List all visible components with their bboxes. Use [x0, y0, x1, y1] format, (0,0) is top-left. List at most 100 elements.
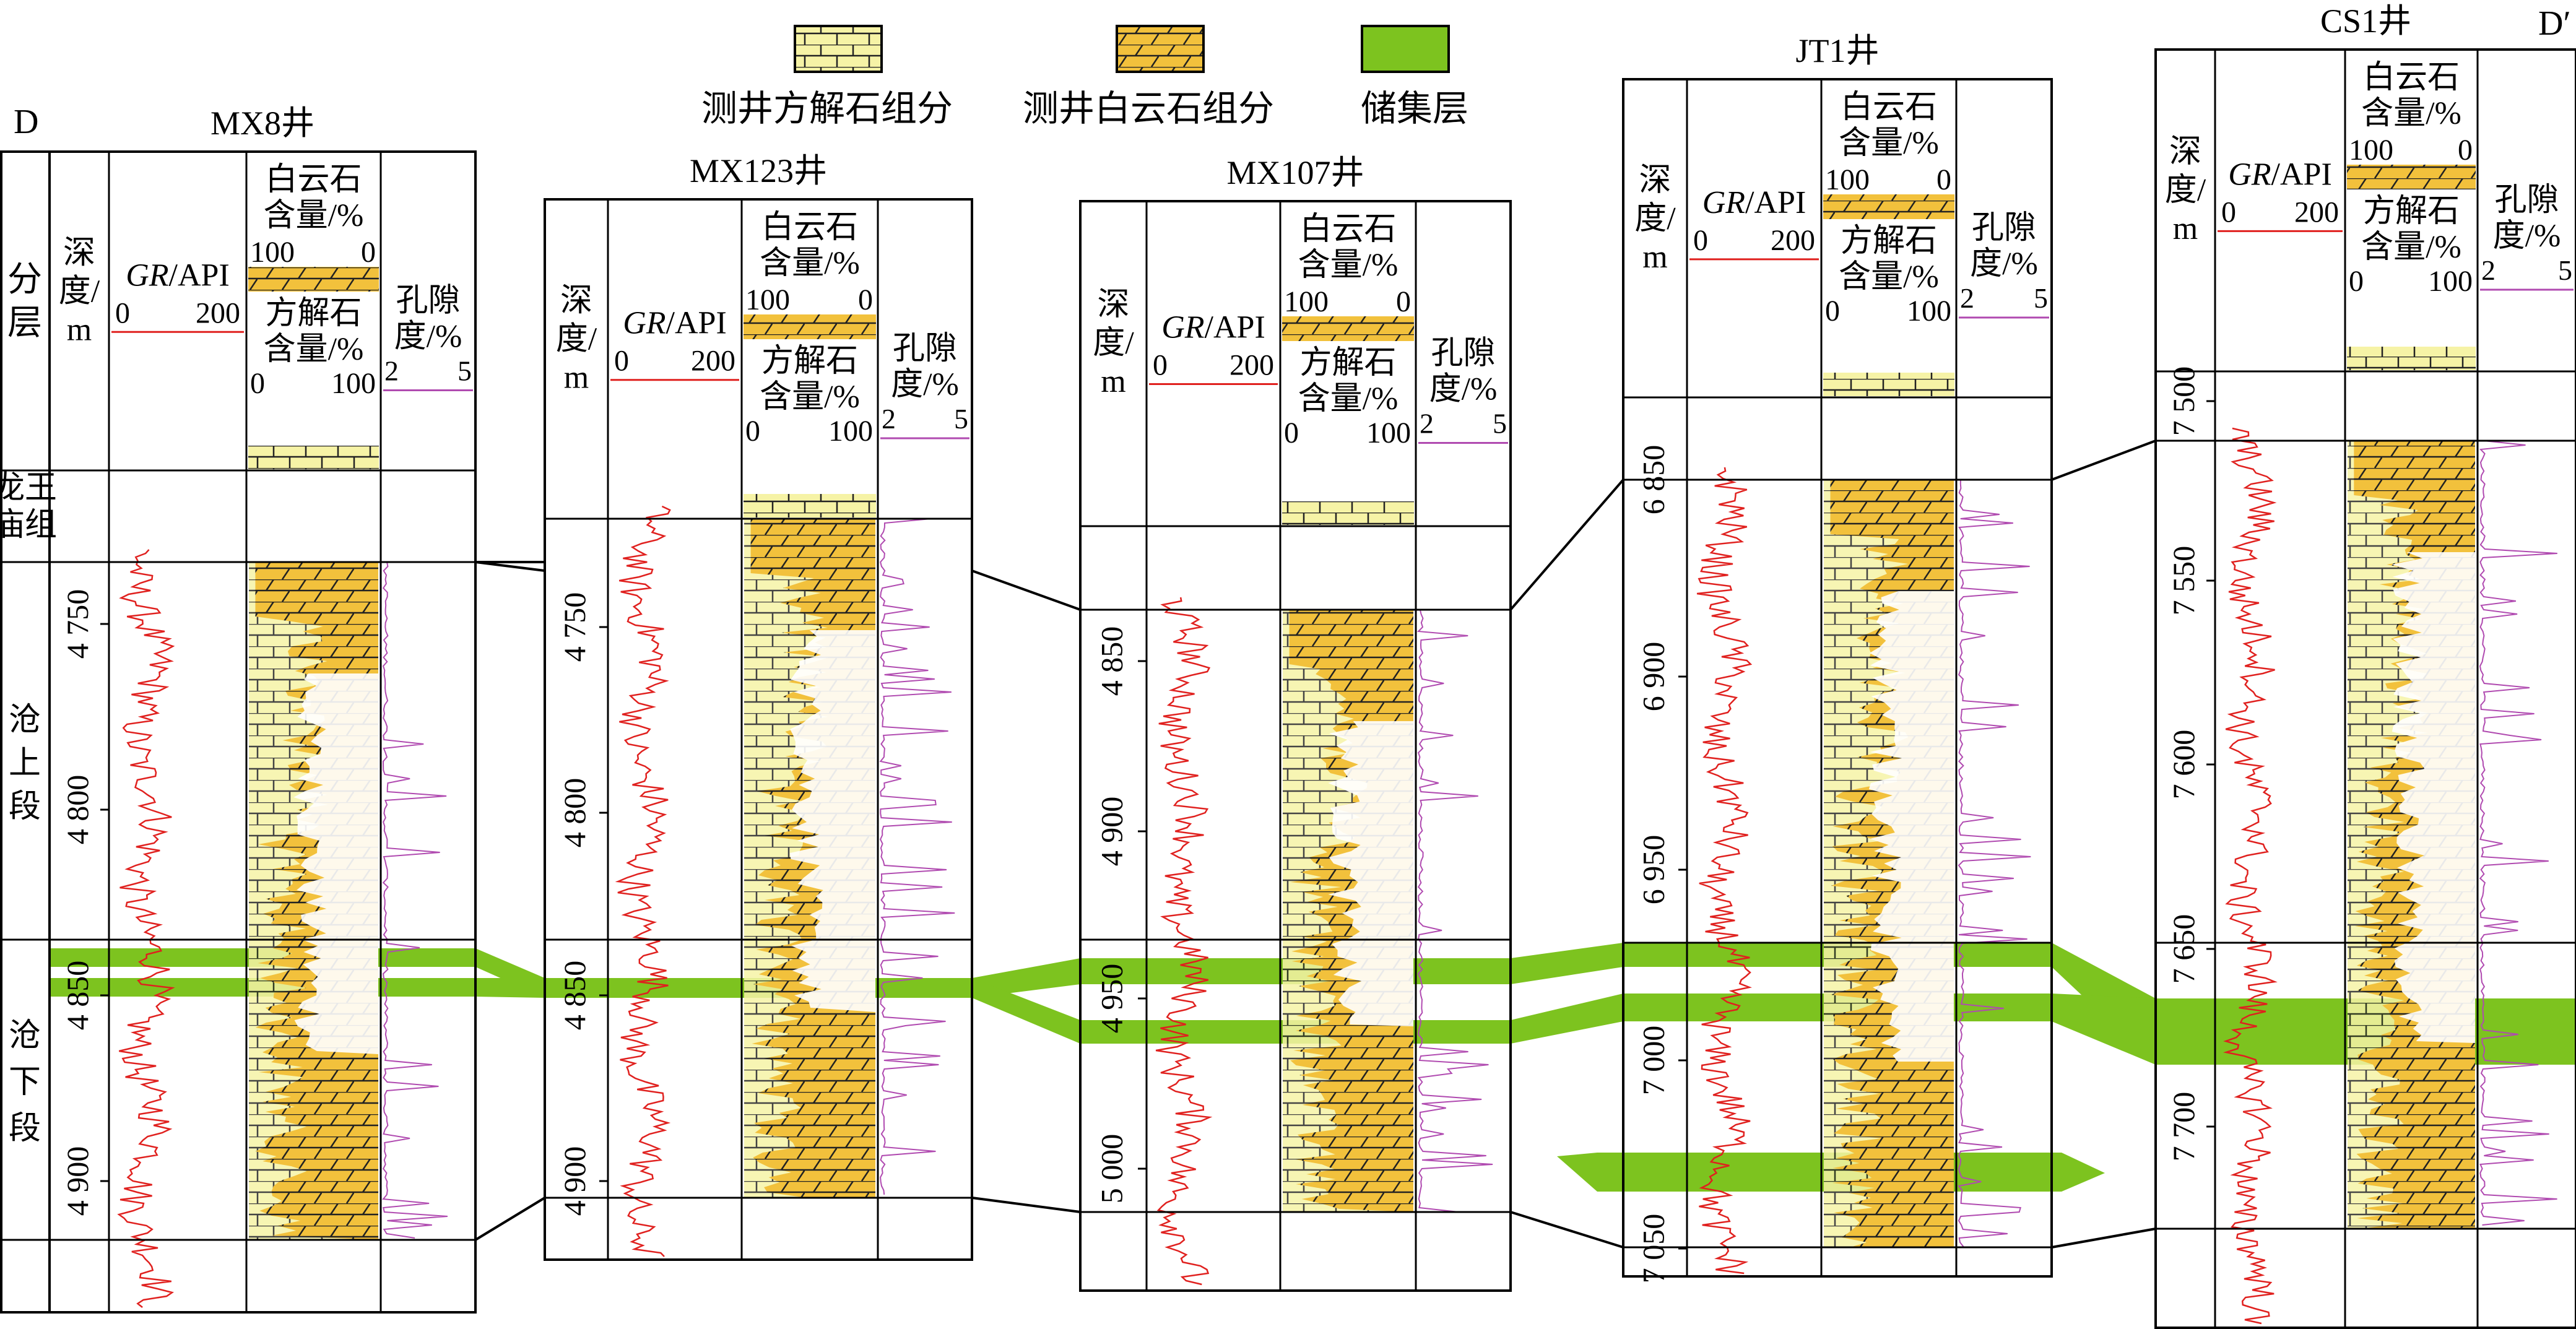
calcite-header: 方解石 — [1841, 223, 1937, 259]
gr-label: GR — [2228, 157, 2271, 192]
gr-scale-min: 0 — [1693, 224, 1708, 257]
dolomite-header: 白云石 — [1841, 90, 1937, 125]
well-name-mx8: MX8井 — [210, 105, 314, 142]
lithology-gap — [1868, 591, 1954, 1062]
legend-dolomite-label: 测井白云石组分 — [1023, 89, 1274, 129]
gr-unit: /API — [169, 258, 230, 293]
porosity-scale-right: 5 — [458, 355, 472, 387]
depth-header: 度/ — [1634, 201, 1676, 236]
gr-scale-min: 0 — [614, 345, 629, 378]
gr-label: GR — [1161, 310, 1204, 345]
gr-header: GR/API — [1161, 310, 1265, 345]
calcite-header: 含量/% — [2361, 230, 2461, 265]
formation-label: 段 — [9, 789, 41, 825]
formation-label: 沧 — [9, 703, 41, 738]
depth-tick-label: 6 850 — [1636, 445, 1671, 515]
gr-scale-min: 0 — [1153, 349, 1168, 382]
calcite-scale-left: 0 — [1825, 295, 1840, 327]
depth-tick-label: 4 800 — [60, 775, 95, 845]
well-name-mx107: MX107井 — [1226, 154, 1364, 191]
reservoir-band — [50, 978, 2156, 1065]
gr-label: GR — [623, 306, 666, 341]
dolomite-scale-right: 0 — [1936, 163, 1951, 196]
porosity-curve — [382, 561, 448, 1239]
porosity-header: 孔隙 — [396, 284, 460, 319]
depth-tick-label: 4 800 — [557, 778, 592, 848]
gr-curve — [615, 505, 671, 1257]
well-frame — [2154, 48, 2576, 1329]
legend-reservoir-swatch — [1361, 25, 1450, 73]
well-name-mx123: MX123井 — [690, 152, 827, 189]
depth-tick-label: 5 000 — [1095, 1134, 1129, 1204]
porosity-scale-left: 2 — [384, 355, 399, 387]
dolomite-scale-right: 0 — [361, 236, 376, 269]
porosity-header: 度/% — [1970, 246, 2038, 282]
depth-header: 深 — [1639, 163, 1671, 198]
correlation-line — [2051, 1227, 2156, 1249]
dolomite-header-swatch — [1282, 316, 1414, 341]
gr-header: GR/API — [2228, 157, 2332, 192]
depth-tick-label: 4 850 — [1095, 626, 1129, 696]
depth-tick-label: 4 850 — [557, 961, 592, 1031]
porosity-header: 度/% — [394, 319, 462, 355]
formation-label: 沧 — [9, 1018, 41, 1054]
depth-tick-label: 4 750 — [557, 592, 592, 662]
gr-scale-min: 0 — [115, 297, 130, 329]
depth-tick-label: 7 000 — [1636, 1026, 1671, 1096]
lithology-gap — [2392, 552, 2475, 1043]
depth-header: 度/ — [59, 274, 100, 309]
calcite-scale-left: 0 — [745, 415, 760, 448]
calcite-header: 方解石 — [265, 296, 362, 331]
well-frame — [1079, 200, 1512, 1292]
formation-label: 下 — [9, 1065, 41, 1100]
calcite-header-swatch — [1282, 501, 1414, 525]
calcite-header: 方解石 — [761, 344, 858, 379]
correlation-line — [1509, 478, 1624, 611]
porosity-curve — [879, 518, 955, 1195]
depth-header: 深 — [63, 235, 95, 271]
depth-header: 深 — [2169, 134, 2201, 170]
gr-label: GR — [1702, 185, 1745, 220]
gr-unit: /API — [2271, 157, 2332, 192]
dolomite-header: 白云石 — [761, 210, 858, 245]
well-frame — [544, 198, 973, 1261]
calcite-header: 含量/% — [760, 379, 860, 415]
porosity-header: 度/% — [891, 367, 959, 402]
depth-tick-label: 4 750 — [60, 589, 95, 659]
porosity-curve — [1416, 609, 1493, 1213]
legend-calcite-swatch — [794, 25, 883, 73]
depth-header: 度/ — [1093, 326, 1134, 361]
formation-label: 庙组 — [0, 508, 57, 543]
dolomite-header: 白云石 — [1299, 212, 1396, 247]
depth-header: m — [1101, 364, 1125, 399]
correlation-lines — [474, 439, 2156, 1249]
depth-header: 深 — [560, 284, 592, 319]
well-name-cs1: CS1井 — [2320, 2, 2411, 40]
depth-tick-label: 4 900 — [1095, 797, 1129, 867]
gr-label: GR — [126, 258, 168, 293]
depth-tick-label: 7 700 — [2166, 1092, 2201, 1162]
gr-header: GR/API — [126, 258, 230, 293]
section-end-label: D′ — [2538, 4, 2571, 43]
formation-label: 上 — [9, 746, 41, 781]
depth-tick-label: 4 900 — [60, 1146, 95, 1216]
porosity-scale-right: 5 — [1493, 408, 1507, 439]
dolomite-header: 含量/% — [2361, 96, 2461, 131]
depth-header: 深 — [1097, 287, 1129, 323]
calcite-header-swatch — [248, 446, 379, 469]
porosity-curve — [1958, 479, 2031, 1247]
gr-curve — [1155, 597, 1213, 1286]
layer-column-frame — [0, 150, 51, 1314]
dolomite-header: 含量/% — [1298, 248, 1399, 283]
gr-header: GR/API — [1702, 185, 1806, 220]
depth-tick-label: 6 900 — [1636, 642, 1671, 712]
depth-header: m — [1642, 240, 1667, 275]
calcite-scale-right: 100 — [828, 415, 873, 448]
dolomite-header-swatch — [248, 267, 379, 292]
